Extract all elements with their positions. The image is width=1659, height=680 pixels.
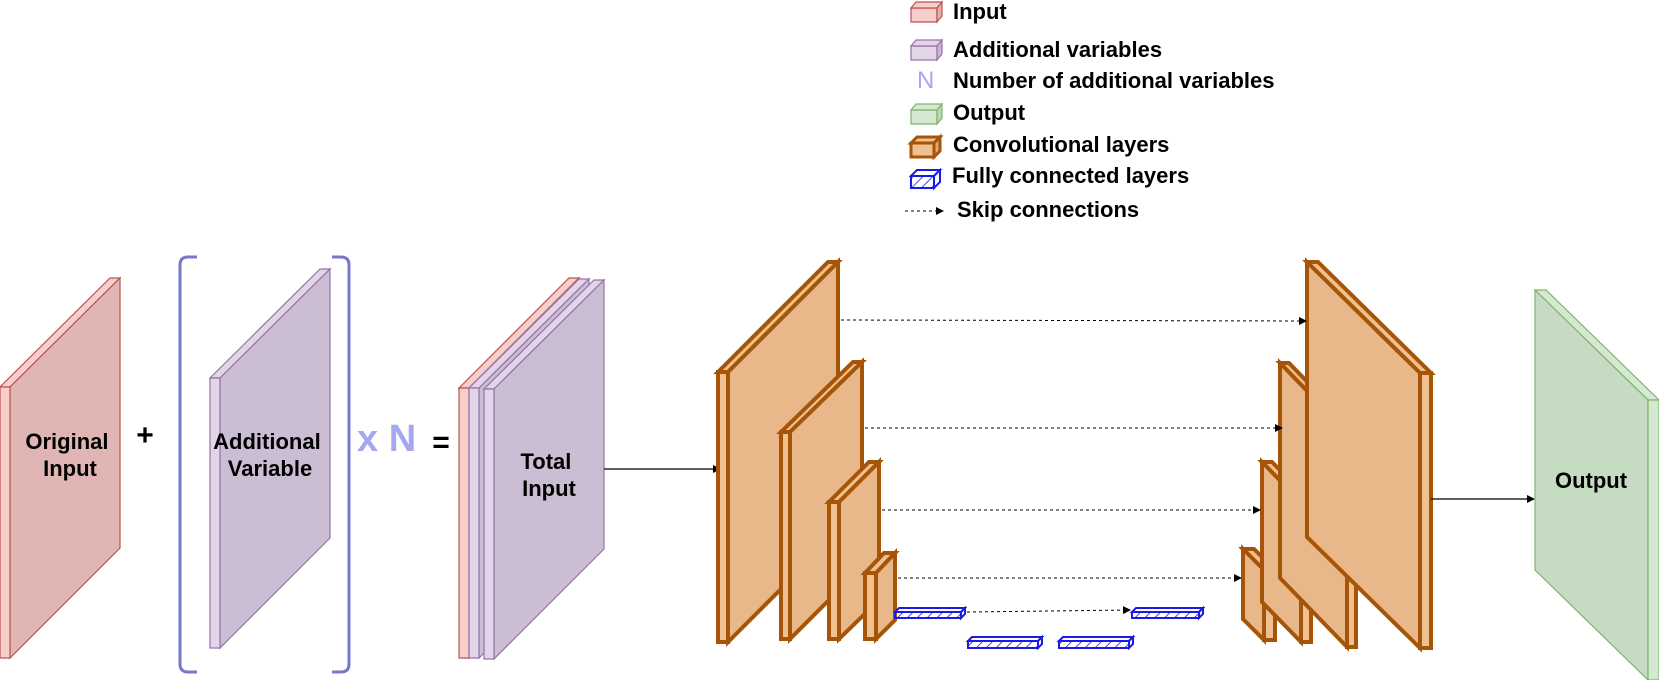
fc-layer-3 — [1056, 634, 1136, 651]
total-input-block: Total Input — [457, 276, 606, 661]
skip-connections — [840, 316, 1307, 615]
legend-output-icon — [909, 102, 944, 126]
output-block: Output — [1533, 288, 1659, 680]
legend: Input Additional variables N Number of a… — [905, 0, 1275, 222]
fc-layer-2 — [965, 634, 1045, 651]
original-input-label: Original Input — [25, 429, 114, 481]
encoder-conv-layer-4 — [860, 547, 900, 644]
skip-connection-1 — [840, 316, 1307, 325]
output-label: Output — [1555, 468, 1628, 493]
equals-sign: = — [432, 426, 450, 459]
additional-variable-bracket — [178, 255, 351, 674]
legend-n-symbol: N — [917, 67, 934, 94]
legend-skip-connections-label: Skip connections — [957, 197, 1139, 222]
legend-convolutional-layers-label: Convolutional layers — [953, 132, 1169, 157]
decoder-conv-layer-1 — [1302, 257, 1436, 653]
legend-fully-connected-layers-icon — [908, 167, 943, 191]
legend-number-of-additional-variables-label: Number of additional variables — [953, 68, 1275, 93]
additional-variable-block: Additional Variable — [208, 267, 332, 650]
legend-output-label: Output — [953, 100, 1026, 125]
legend-input-label: Input — [953, 0, 1007, 24]
skip-connection-5 — [966, 606, 1131, 615]
legend-additional-variables-label: Additional variables — [953, 37, 1162, 62]
legend-fully-connected-layers-label: Fully connected layers — [952, 163, 1189, 188]
original-input-block: Original Input — [0, 276, 122, 660]
times-n-label: x N — [357, 418, 416, 460]
fc-layer-1 — [892, 605, 968, 621]
legend-convolutional-layers-icon — [907, 133, 944, 161]
legend-input-icon — [909, 0, 944, 24]
additional-variable-label: Additional Variable — [213, 429, 327, 481]
legend-additional-variables-icon — [909, 38, 944, 62]
total-input-label: Total Input — [520, 449, 577, 501]
plus-sign: + — [136, 419, 154, 452]
fc-layer-4 — [1129, 605, 1206, 621]
